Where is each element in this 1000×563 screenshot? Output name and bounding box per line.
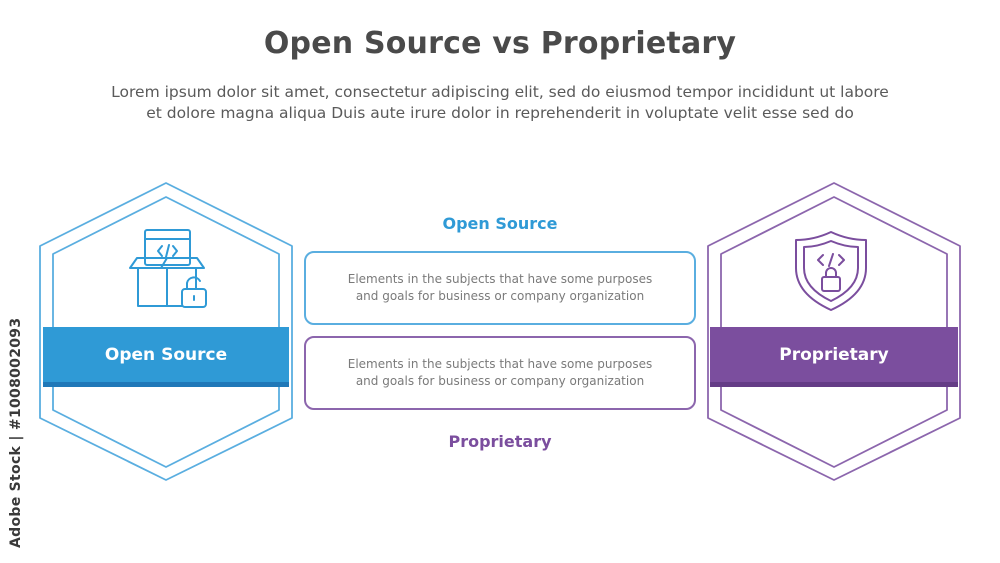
stock-watermark: Adobe Stock | #1008002093 xyxy=(8,317,24,548)
open-source-heading: Open Source xyxy=(442,214,558,233)
proprietary-band: Proprietary xyxy=(710,327,958,387)
page-title: Open Source vs Proprietary xyxy=(263,26,737,61)
open-source-description-line-2: and goals for business or company organi… xyxy=(355,289,645,303)
open-source-band: Open Source xyxy=(43,327,289,387)
proprietary-heading: Proprietary xyxy=(448,432,552,451)
left-hexagon xyxy=(39,182,293,481)
page-subtitle: Lorem ipsum dolor sit amet, consectetur … xyxy=(40,82,960,124)
open-source-description-line-1: Elements in the subjects that have some … xyxy=(347,272,653,286)
open-box-code-unlock-icon xyxy=(129,229,207,308)
shield-code-lock-icon xyxy=(795,231,867,311)
subtitle-line-1: Lorem ipsum dolor sit amet, consectetur … xyxy=(111,83,889,101)
right-hexagon xyxy=(707,182,961,481)
proprietary-description-box: Elements in the subjects that have some … xyxy=(304,336,696,410)
open-source-description-box: Elements in the subjects that have some … xyxy=(304,251,696,325)
proprietary-description-line-1: Elements in the subjects that have some … xyxy=(347,357,653,371)
subtitle-line-2: et dolore magna aliqua Duis aute irure d… xyxy=(146,104,854,122)
proprietary-description-line-2: and goals for business or company organi… xyxy=(355,374,645,388)
